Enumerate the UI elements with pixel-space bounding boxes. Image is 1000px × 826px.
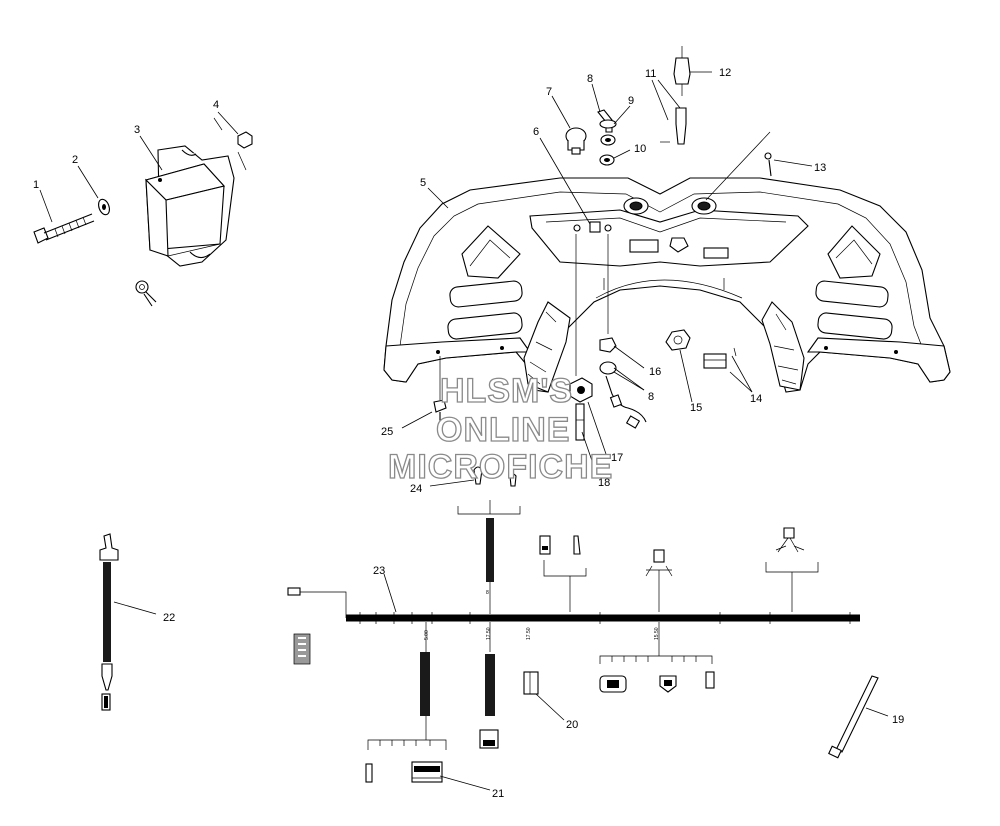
- harness-branch-down-right: [599, 622, 715, 693]
- harness-branch-right-1: [645, 549, 673, 612]
- part-18-pin[interactable]: [575, 403, 585, 441]
- ring-terminal: [135, 280, 157, 307]
- part-17-nut[interactable]: [569, 377, 593, 403]
- harness-branch-top-left: [457, 466, 521, 614]
- callout-20: 20: [566, 719, 578, 731]
- leader-lines: [39, 71, 889, 791]
- part-2-washer[interactable]: [97, 198, 112, 216]
- callout-15: 15: [690, 402, 702, 414]
- callout-9: 9: [628, 95, 634, 107]
- callout-2: 2: [72, 154, 78, 166]
- callout-12: 12: [719, 67, 731, 79]
- part-3-module[interactable]: [144, 145, 235, 267]
- part-8-terminal[interactable]: [597, 109, 617, 133]
- callout-1: 1: [33, 179, 39, 191]
- harness-marking-5: 15.50: [654, 627, 660, 640]
- callout-21: 21: [492, 788, 504, 800]
- harness-marking-2: 5.00: [424, 630, 430, 640]
- harness-branch-right-2: [765, 527, 819, 612]
- callout-14: 14: [750, 393, 762, 405]
- part-5-console[interactable]: [383, 177, 951, 393]
- callout-11: 11: [645, 68, 656, 80]
- part-7-knob[interactable]: [565, 127, 587, 155]
- harness-branch-down-left: [365, 622, 447, 783]
- harness-branch-mid: [539, 535, 587, 612]
- watermark-line-3: MICROFICHE: [388, 448, 613, 486]
- part-4-nut[interactable]: [213, 117, 253, 171]
- part-16-nut[interactable]: [599, 337, 617, 353]
- part-8b-switch[interactable]: [599, 361, 647, 429]
- callout-6: 6: [533, 126, 539, 138]
- part-19-cable-tie[interactable]: [828, 675, 879, 759]
- callout-18: 18: [598, 477, 610, 489]
- callout-17: 17: [611, 452, 623, 464]
- callout-5: 5: [420, 177, 426, 189]
- part-12-plug[interactable]: [673, 46, 691, 96]
- harness-marking-3: 17.50: [486, 627, 492, 640]
- callout-24: 24: [410, 483, 422, 495]
- part-14-clip[interactable]: [703, 347, 737, 369]
- callout-16: 16: [649, 366, 661, 378]
- part-15-grommet[interactable]: [665, 329, 691, 351]
- part-10-washer[interactable]: [599, 154, 615, 166]
- watermark-line-2: ONLINE: [436, 411, 570, 449]
- part-20-connector[interactable]: [523, 671, 539, 695]
- callout-7: 7: [546, 86, 552, 98]
- harness-branch-down-mid: [479, 622, 499, 749]
- part-9-nut[interactable]: [600, 134, 616, 146]
- callout-3: 3: [134, 124, 140, 136]
- callout-4: 4: [213, 99, 219, 111]
- callout-13: 13: [814, 162, 826, 174]
- callout-10: 10: [634, 143, 646, 155]
- part-6-bracket-marker: [575, 234, 609, 376]
- part-11-connector[interactable]: [660, 107, 687, 145]
- part-25-screw[interactable]: [433, 356, 447, 422]
- part-1-bolt[interactable]: [33, 213, 95, 244]
- part-23-harness[interactable]: [287, 587, 860, 624]
- callout-labels: 1 2 3 4 5 6 7 8 9 10 11 12 13 14 15 16 1…: [33, 67, 904, 800]
- part-13-pin[interactable]: [705, 131, 772, 201]
- watermark-line-1: HLSM'S: [440, 372, 573, 410]
- callout-8: 8: [587, 73, 593, 85]
- callout-22: 22: [163, 612, 175, 624]
- part-21-connector[interactable]: [411, 761, 443, 783]
- callout-25: 25: [381, 426, 393, 438]
- harness-marking-1: 8: [486, 590, 489, 596]
- callout-19: 19: [892, 714, 904, 726]
- terminal-block-icon: [293, 633, 311, 665]
- callout-8-lower: 8: [648, 391, 654, 403]
- harness-marking-4: 17.50: [526, 627, 532, 640]
- part-22-lead-wire[interactable]: [99, 533, 119, 711]
- watermark: HLSM'S ONLINE MICROFICHE: [387, 371, 613, 486]
- callout-23: 23: [373, 565, 385, 577]
